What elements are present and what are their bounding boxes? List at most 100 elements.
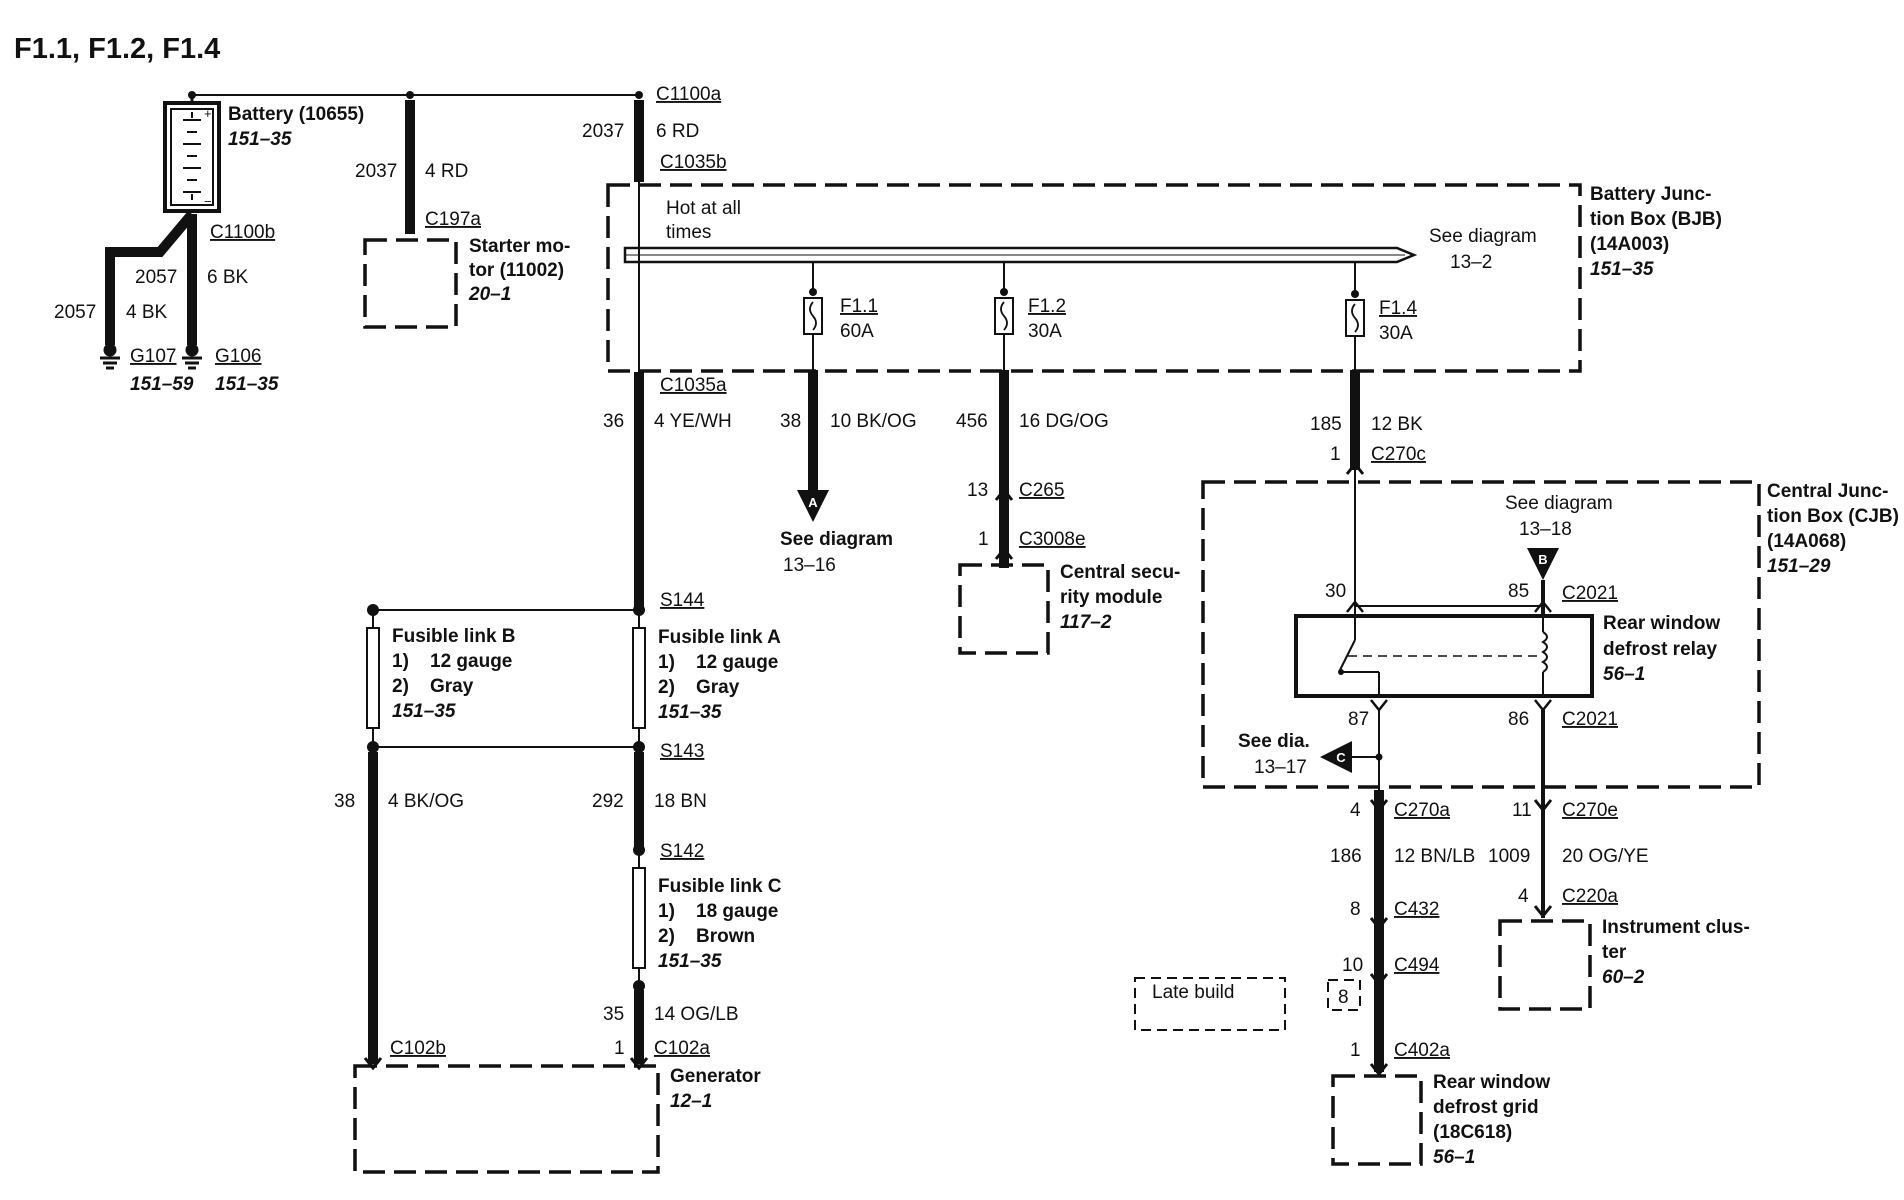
late-build-box — [1134, 977, 1286, 1031]
w1009-num: 1009 — [1488, 846, 1530, 867]
w2037-rd4-num: 2037 — [355, 161, 397, 182]
relay-pin86: 86 — [1508, 709, 1529, 730]
link-a-ref: 151–35 — [658, 702, 722, 723]
w38b-num: 38 — [334, 791, 355, 812]
see-13-16-ref: 13–16 — [783, 555, 836, 576]
cjb-label-3: (14A068) — [1767, 531, 1846, 552]
arrow-b-letter: B — [1538, 552, 1547, 567]
w35-num: 35 — [603, 1004, 624, 1025]
w186-num: 186 — [1330, 846, 1362, 867]
security-label-1: Central secu- — [1060, 562, 1180, 583]
w456-num: 456 — [956, 411, 988, 432]
link-a-name: Fusible link A — [658, 627, 781, 648]
w2057-bk6-spec: 6 BK — [207, 267, 249, 288]
battery-label: Battery (10655) — [228, 104, 364, 125]
starter-motor-box — [363, 238, 458, 329]
g106-label: G106 — [215, 346, 261, 367]
hot-at-all-times-1: Hot at all — [666, 198, 741, 219]
generator-ref: 12–1 — [670, 1091, 712, 1112]
svg-text:+: + — [204, 106, 212, 121]
relay-label-1: Rear window — [1603, 613, 1720, 634]
c1100b-label: C1100b — [210, 222, 275, 243]
security-ref: 117–2 — [1060, 612, 1112, 633]
diagram-title: F1.1, F1.2, F1.4 — [14, 33, 220, 65]
s144-label: S144 — [660, 590, 705, 611]
w38a-num: 38 — [780, 411, 801, 432]
w2057-bk4-spec: 4 BK — [126, 302, 168, 323]
link-c-gauge: 1) 18 gauge — [658, 901, 778, 922]
w456-spec: 16 DG/OG — [1019, 411, 1109, 432]
see-13-2-ref: 13–2 — [1450, 252, 1492, 273]
hot-at-all-times-2: times — [666, 222, 711, 243]
w2057-bk6-num: 2057 — [135, 267, 177, 288]
c3008e-label: C3008e — [1019, 529, 1086, 550]
relay-pin87: 87 — [1348, 709, 1369, 730]
relay-switch-icon — [1338, 618, 1543, 697]
arrow-a-icon — [797, 490, 829, 522]
connector-c494-icon — [1369, 973, 1389, 987]
c220a-pin: 4 — [1518, 886, 1529, 907]
ground-g107-icon — [100, 343, 120, 370]
central-junction-box — [1201, 480, 1761, 789]
arrow-a-letter: A — [808, 495, 818, 510]
fuse-f14-amps: 30A — [1379, 323, 1413, 344]
c270a-label: C270a — [1394, 800, 1450, 821]
connector-c102a-icon — [629, 1057, 649, 1071]
grid-label-2: defrost grid — [1433, 1097, 1539, 1118]
c102b-label: C102b — [390, 1038, 446, 1059]
c432-pin: 8 — [1350, 899, 1361, 920]
fuse-f11-amps: 60A — [840, 321, 874, 342]
cluster-label-1: Instrument clus- — [1602, 917, 1750, 938]
c494-pin: 10 — [1342, 955, 1363, 976]
bjb-ref: 151–35 — [1590, 259, 1654, 280]
c270a-pin: 4 — [1350, 800, 1361, 821]
connector-c402a-icon — [1369, 1063, 1389, 1077]
s143-label: S143 — [660, 741, 704, 762]
w186-spec: 12 BN/LB — [1394, 846, 1475, 867]
arrow-c-letter: C — [1336, 750, 1346, 765]
svg-text:−: − — [204, 194, 212, 209]
wire-2057-4bk — [105, 210, 196, 345]
bjb-label-3: (14A003) — [1590, 234, 1669, 255]
connector-c432-icon — [1369, 917, 1389, 931]
cjb-ref: 151–29 — [1767, 556, 1831, 577]
security-module-box — [958, 563, 1050, 655]
connector-c270e-icon — [1533, 799, 1553, 813]
w2037-rd6-num: 2037 — [582, 121, 624, 142]
late-build-label: Late build — [1152, 982, 1234, 1003]
see-13-18-ref: 13–18 — [1519, 519, 1572, 540]
connector-c270a-icon — [1369, 799, 1389, 813]
w36-num: 36 — [603, 411, 624, 432]
battery-ref: 151–35 — [228, 129, 292, 150]
see-13-2-label: See diagram — [1429, 226, 1537, 247]
s142-label: S142 — [660, 841, 704, 862]
connector-pin30-icon — [1346, 599, 1364, 613]
relay-c2021-bottom: C2021 — [1562, 709, 1618, 730]
defrost-grid-box — [1331, 1074, 1423, 1166]
bjb-label-2: tion Box (BJB) — [1590, 209, 1722, 230]
battery: + − — [163, 91, 221, 213]
w2057-bk4-num: 2057 — [54, 302, 96, 323]
w38a-spec: 10 BK/OG — [830, 411, 917, 432]
link-c-ref: 151–35 — [658, 951, 722, 972]
link-a-color: 2) Gray — [658, 677, 740, 698]
connector-c270c-icon — [1345, 461, 1365, 475]
c1035a-label: C1035a — [660, 375, 727, 396]
fuse-f12-amps: 30A — [1028, 321, 1062, 342]
fusible-link-c-icon — [632, 850, 646, 986]
see-13-17-ref: 13–17 — [1254, 757, 1307, 778]
c1100a-label: C1100a — [656, 84, 722, 105]
c270e-pin: 11 — [1512, 800, 1532, 821]
fuse-f12-name: F1.2 — [1028, 296, 1066, 317]
relay-ref: 56–1 — [1603, 664, 1645, 685]
relay-label-2: defrost relay — [1603, 639, 1717, 660]
relay-c2021-top: C2021 — [1562, 583, 1618, 604]
grid-label-1: Rear window — [1433, 1072, 1550, 1093]
c270c-label: C270c — [1371, 444, 1426, 465]
link-c-color: 2) Brown — [658, 926, 755, 947]
arrow-b-icon — [1527, 548, 1559, 580]
connector-pin85-icon — [1534, 599, 1552, 613]
link-b-gauge: 1) 12 gauge — [392, 651, 512, 672]
battery-junction-box — [606, 183, 1582, 373]
